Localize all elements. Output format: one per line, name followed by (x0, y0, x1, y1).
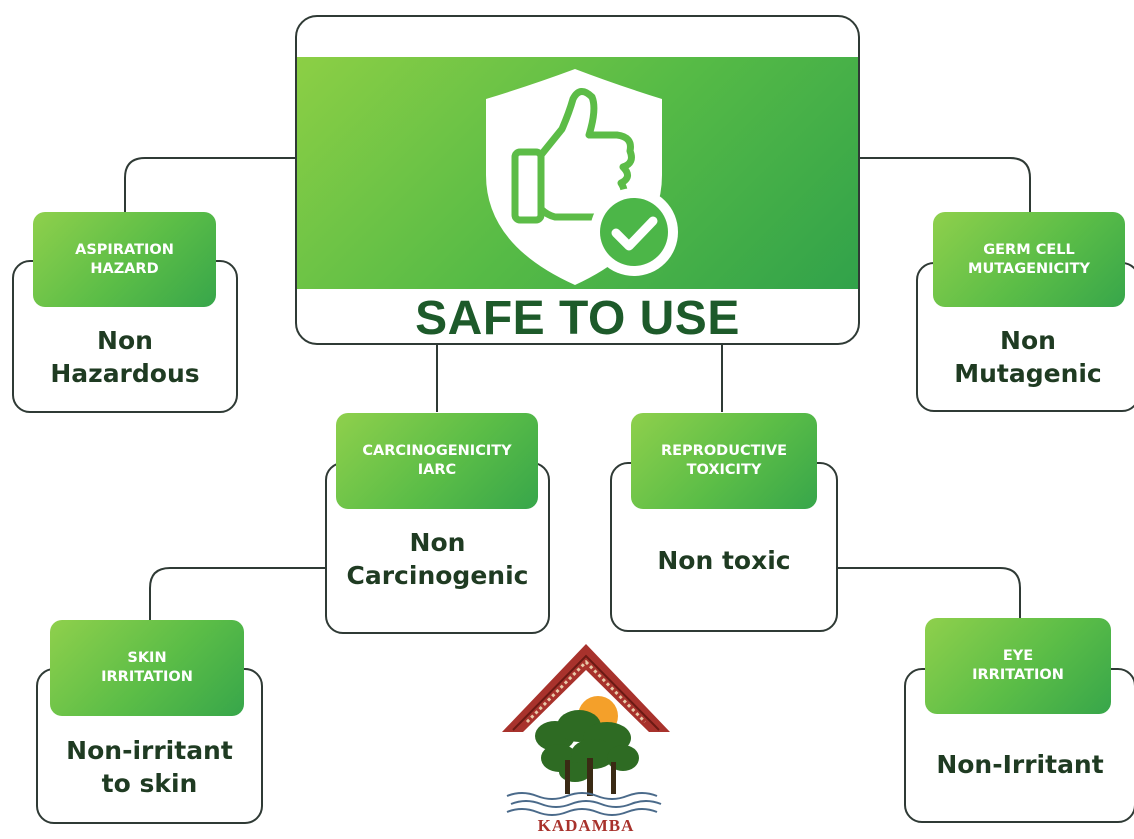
eye-label: EYE IRRITATION (925, 618, 1111, 714)
skin-label: SKIN IRRITATION (50, 620, 244, 716)
aspiration-label: ASPIRATION HAZARD (33, 212, 216, 307)
safety-banner (297, 57, 858, 289)
reproductive-value: Non toxic (657, 546, 791, 575)
eye-value: Non-Irritant (936, 750, 1104, 779)
main-title: SAFE TO USE (415, 292, 740, 345)
skin-value: Non-irritant to skin (66, 736, 233, 798)
carcinogenicity-value: Non Carcinogenic (346, 528, 529, 590)
carcinogenicity-label: CARCINOGENICITY IARC (336, 413, 538, 509)
svg-text:KADAMBA: KADAMBA (538, 816, 635, 834)
aspiration-value: Non Hazardous (50, 326, 200, 388)
kadamba-logo: KADAMBA (497, 640, 675, 835)
reproductive-label: REPRODUCTIVE TOXICITY (631, 413, 817, 509)
shield-thumbs-up-icon (486, 69, 678, 285)
main-card: SAFE TO USE (295, 15, 860, 345)
germ-cell-label: GERM CELL MUTAGENICITY (933, 212, 1125, 307)
germ-cell-value: Non Mutagenic (954, 326, 1102, 388)
